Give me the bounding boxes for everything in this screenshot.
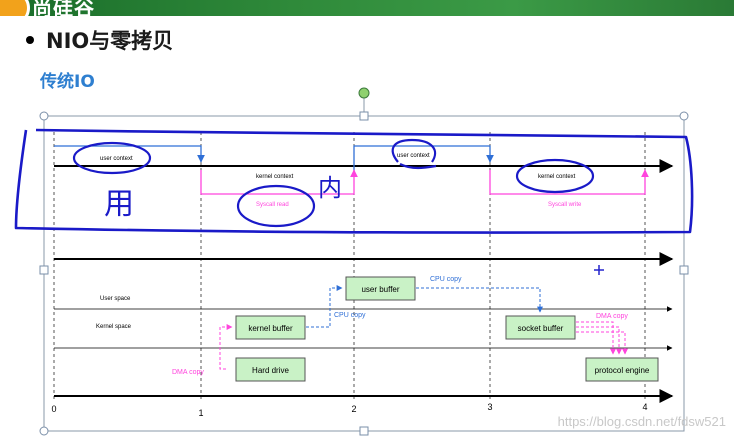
tick-label-3: 3 — [487, 402, 492, 412]
selection-frame — [43, 115, 685, 432]
protocol-engine-label: protocol engine — [595, 366, 650, 375]
syscall-read-label: Syscall read — [256, 202, 289, 208]
protocol-engine-box — [585, 357, 659, 382]
tick-label-4: 4 — [642, 402, 647, 412]
socket-buffer-box — [505, 315, 576, 340]
kernel-context-path-1 — [200, 169, 358, 195]
resize-handle-top-right[interactable] — [679, 111, 689, 121]
watermark: https://blog.csdn.net/fdsw521 — [557, 414, 726, 429]
pen-annotation-right: 内 — [318, 174, 342, 202]
dma-copy-arrow-2 — [576, 321, 628, 355]
tick-label-1: 1 — [198, 408, 203, 418]
slide-title: NIO与零拷贝 — [46, 29, 174, 53]
bullet-icon — [26, 36, 34, 44]
socket-buffer-label: socket buffer — [518, 324, 564, 333]
hard-drive-label: Hard drive — [252, 366, 289, 375]
resize-handle-left[interactable] — [39, 265, 49, 275]
dma-copy-label-2: DMA copy — [596, 313, 628, 320]
dma-copy-label-1: DMA copy — [172, 369, 204, 376]
tick-label-0: 0 — [51, 404, 56, 414]
kernel-buffer-box — [235, 315, 306, 340]
user-buffer-box — [345, 276, 416, 301]
pen-annotation-left: 用 — [104, 187, 134, 222]
kernel-context-path-2 — [489, 169, 649, 195]
user-context-path-2 — [353, 145, 494, 176]
cpu-copy-label-2: CPU copy — [430, 276, 462, 283]
header-title: 尚硅谷 — [32, 0, 95, 16]
kernel-context-label-2: kernel context — [538, 174, 576, 180]
resize-handle-right[interactable] — [679, 265, 689, 275]
dma-copy-arrow-1 — [219, 324, 233, 370]
user-buffer-label: user buffer — [361, 285, 399, 294]
logo-icon — [0, 0, 30, 16]
cpu-copy-arrow-2 — [416, 287, 543, 313]
pen-circle-user-context-1 — [72, 141, 152, 175]
slide-subtitle: 传统IO — [40, 72, 95, 92]
user-context-label-1: user context — [100, 156, 133, 162]
resize-handle-bottom-left[interactable] — [39, 426, 49, 436]
header-bar: 尚硅谷 — [0, 0, 734, 16]
rotate-handle[interactable] — [358, 87, 370, 99]
kernel-space-label: Kernel space — [96, 324, 132, 330]
hard-drive-box — [235, 357, 306, 382]
user-context-path-1 — [54, 145, 205, 163]
kernel-buffer-label: kernel buffer — [248, 324, 293, 333]
cpu-copy-arrow-1 — [306, 285, 343, 328]
pen-circle-syscall-read — [236, 184, 316, 228]
pen-circle-user-context-2 — [391, 138, 437, 170]
crosshair-cursor-icon — [594, 265, 604, 275]
syscall-write-label: Syscall write — [548, 202, 582, 208]
pen-circle-kernel-context-2 — [515, 158, 595, 194]
resize-handle-bottom[interactable] — [359, 426, 369, 436]
resize-handle-top-left[interactable] — [39, 111, 49, 121]
resize-handle-top[interactable] — [359, 111, 369, 121]
kernel-context-label-1: kernel context — [256, 174, 294, 180]
user-space-label: User space — [100, 296, 131, 302]
tick-label-2: 2 — [351, 404, 356, 414]
pen-annotation-outline — [14, 128, 694, 234]
user-context-label-2: user context — [397, 153, 430, 159]
cpu-copy-label-1: CPU copy — [334, 312, 366, 319]
